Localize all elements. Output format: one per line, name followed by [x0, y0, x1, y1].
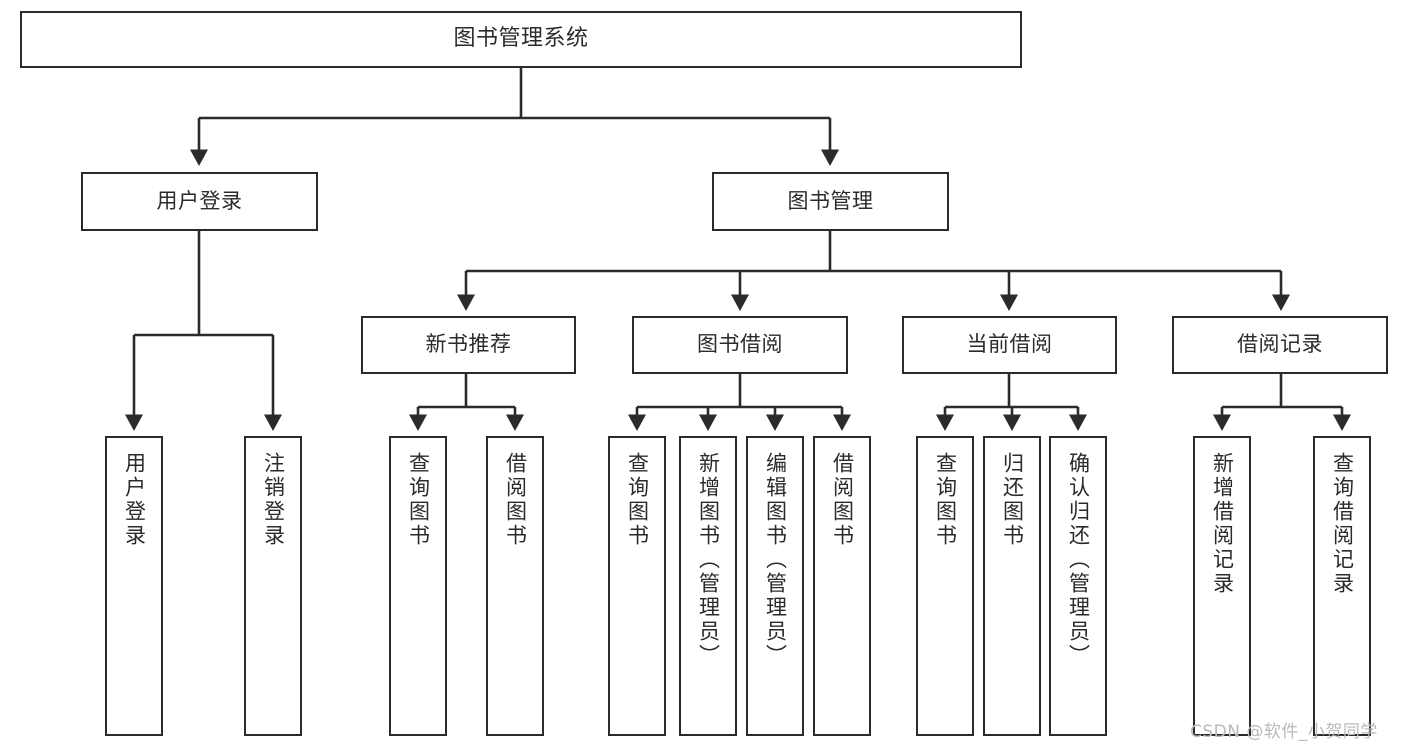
- node-label: 图书管理: [787, 188, 874, 213]
- node-label: 借阅图书: [503, 452, 528, 548]
- node-label: 查询图书: [406, 452, 431, 548]
- node-label: 查询图书: [625, 452, 650, 548]
- node-label: 借阅图书: [830, 452, 855, 548]
- node-book-borrow[interactable]: 图书借阅: [632, 316, 848, 374]
- node-root-system[interactable]: 图书管理系统: [20, 11, 1022, 68]
- node-book-management[interactable]: 图书管理: [712, 172, 949, 231]
- node-label: 确认归还（管理员）: [1066, 452, 1091, 668]
- node-label: 借阅记录: [1237, 332, 1323, 357]
- leaf-query-book-recommend[interactable]: 查询图书: [389, 436, 447, 736]
- node-label: 注销登录: [261, 452, 286, 548]
- node-label: 新增借阅记录: [1210, 452, 1235, 596]
- node-label: 新书推荐: [425, 332, 512, 357]
- node-label: 归还图书: [1000, 452, 1025, 548]
- leaf-edit-book-admin[interactable]: 编辑图书（管理员）: [746, 436, 804, 736]
- leaf-query-book-current[interactable]: 查询图书: [916, 436, 974, 736]
- node-label: 查询借阅记录: [1330, 452, 1355, 596]
- node-label: 查询图书: [933, 452, 958, 548]
- leaf-logout-login[interactable]: 注销登录: [244, 436, 302, 736]
- node-new-book-recommend[interactable]: 新书推荐: [361, 316, 576, 374]
- node-label: 新增图书（管理员）: [696, 452, 721, 668]
- leaf-query-book-borrow[interactable]: 查询图书: [608, 436, 666, 736]
- node-label: 图书管理系统: [453, 26, 589, 52]
- leaf-confirm-return-admin[interactable]: 确认归还（管理员）: [1049, 436, 1107, 736]
- node-label: 用户登录: [122, 452, 147, 548]
- leaf-add-borrow-record[interactable]: 新增借阅记录: [1193, 436, 1251, 736]
- leaf-return-book[interactable]: 归还图书: [983, 436, 1041, 736]
- leaf-user-login[interactable]: 用户登录: [105, 436, 163, 736]
- leaf-add-book-admin[interactable]: 新增图书（管理员）: [679, 436, 737, 736]
- leaf-borrow-book-recommend[interactable]: 借阅图书: [486, 436, 544, 736]
- node-borrow-record[interactable]: 借阅记录: [1172, 316, 1388, 374]
- node-label: 当前借阅: [966, 332, 1053, 357]
- node-label: 图书借阅: [697, 332, 783, 357]
- csdn-watermark: CSDN @软件_小贺同学: [1190, 722, 1378, 742]
- node-label: 用户登录: [156, 188, 243, 213]
- leaf-borrow-book[interactable]: 借阅图书: [813, 436, 871, 736]
- node-label: 编辑图书（管理员）: [763, 452, 788, 668]
- leaf-query-borrow-record[interactable]: 查询借阅记录: [1313, 436, 1371, 736]
- node-user-login[interactable]: 用户登录: [81, 172, 318, 231]
- node-current-borrow[interactable]: 当前借阅: [902, 316, 1117, 374]
